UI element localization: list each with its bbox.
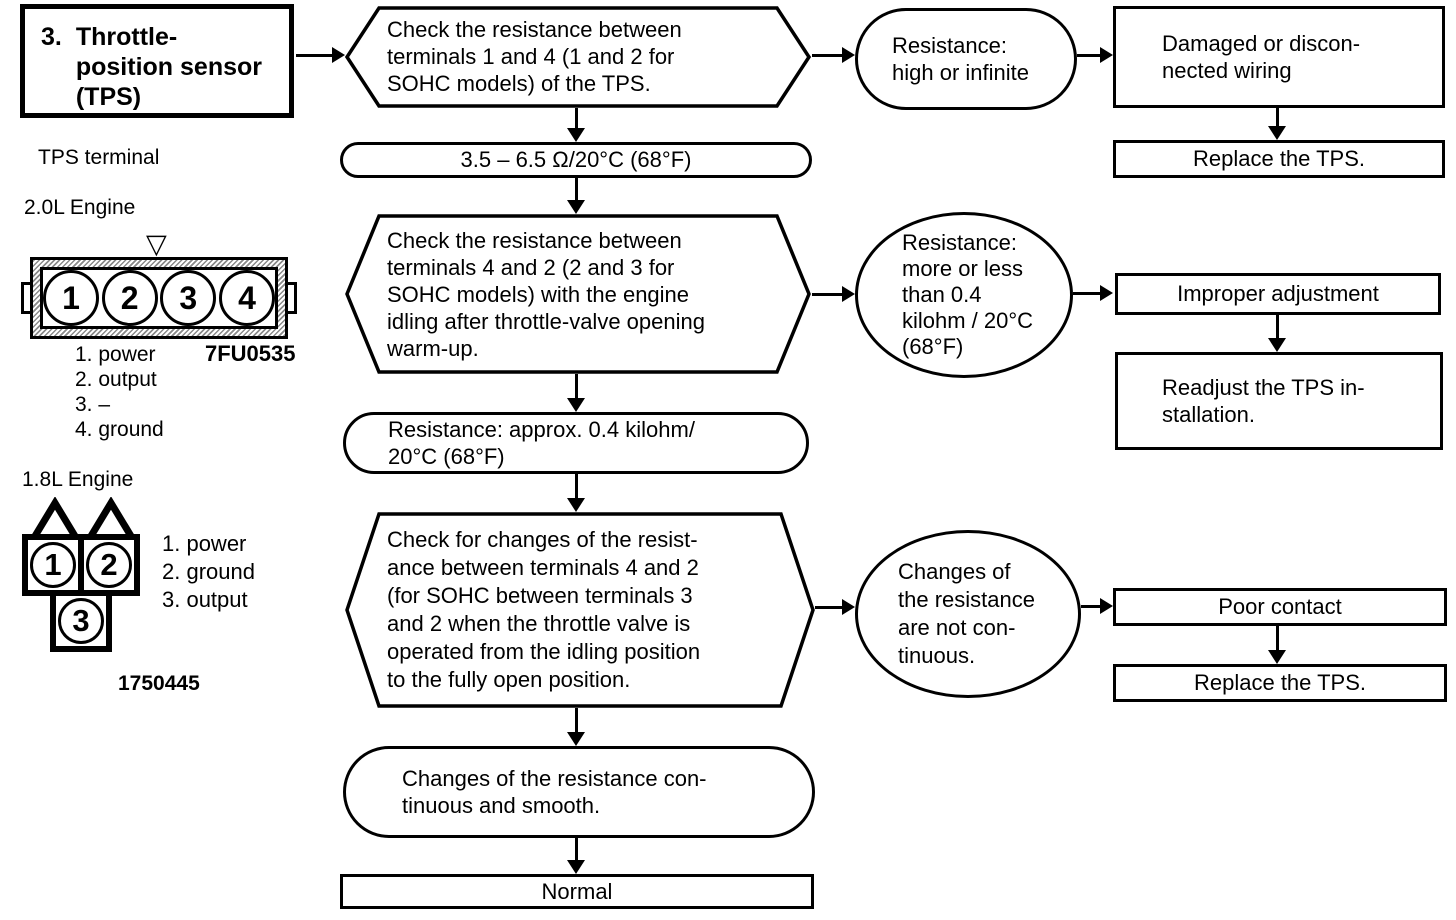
- flow-spec-text: Changes of the resistance con- tinuous a…: [402, 766, 707, 818]
- connector-18-notches: [29, 497, 137, 541]
- engine-2-0-label: 2.0L Engine: [24, 196, 136, 219]
- flow-arrow-line: [1073, 292, 1101, 295]
- fault-poor-contact: Poor contact: [1113, 588, 1447, 626]
- connector-18-cavity-2: 2: [78, 534, 140, 596]
- action-readjust-tps: Readjust the TPS in- stallation.: [1115, 352, 1443, 450]
- condition-resistance-high: Resistance: high or infinite: [855, 8, 1077, 110]
- figure-code-7fu0535: 7FU0535: [205, 341, 296, 366]
- flow-step-check-2: Check the resistance between terminals 4…: [345, 214, 811, 374]
- flow-step-text: Check the resistance between terminals 4…: [387, 228, 705, 361]
- legend-line: 1. power: [162, 531, 247, 556]
- condition-text: Resistance: more or less than 0.4 kilohm…: [902, 230, 1034, 359]
- flow-arrow-line: [575, 108, 578, 130]
- flow-step-check-3: Check for changes of the resist- ance be…: [345, 512, 815, 708]
- tps-terminal-label: TPS terminal: [38, 146, 160, 169]
- connector-18-cavity-3: 3: [50, 590, 112, 652]
- flow-arrowhead-icon: [842, 286, 855, 302]
- flow-step-text: Check for changes of the resist- ance be…: [387, 527, 701, 692]
- flow-arrow-line: [812, 54, 843, 57]
- hexagon-shape: [345, 6, 811, 108]
- hexagon-shape: [345, 512, 815, 708]
- flow-arrow-line: [575, 838, 578, 862]
- condition-text: Changes of the resistance are not con- t…: [898, 559, 1035, 668]
- flow-arrowhead-icon: [1268, 650, 1286, 664]
- flow-arrowhead-icon: [567, 732, 585, 746]
- flow-arrowhead-icon: [1268, 126, 1286, 140]
- action-replace-tps-2: Replace the TPS.: [1113, 664, 1447, 702]
- connector-20-legend: 1. power 2. output 3. – 4. ground: [75, 342, 164, 442]
- flow-arrowhead-icon: [567, 860, 585, 874]
- connector-18-pin-1: 1: [30, 542, 76, 588]
- legend-line: 2. ground: [162, 559, 255, 584]
- connector-20-pin-2: 2: [101, 270, 158, 326]
- fault-improper-adjustment: Improper adjustment: [1115, 273, 1441, 315]
- figure-code-1750445: 1750445: [118, 672, 200, 695]
- fault-text: Damaged or discon- nected wiring: [1162, 31, 1361, 83]
- flow-arrow-line: [1077, 54, 1101, 57]
- legend-line: 2. output: [75, 368, 157, 391]
- flow-arrowhead-icon: [1100, 285, 1113, 301]
- connector-18-cavity-1: 1: [22, 534, 84, 596]
- section-number: 3.: [41, 23, 62, 51]
- connector-20-pin-4: 4: [218, 270, 275, 326]
- action-text: Readjust the TPS in- stallation.: [1162, 375, 1365, 427]
- flow-step-text: Check the resistance between terminals 1…: [387, 17, 682, 96]
- flow-arrow-line: [575, 474, 578, 500]
- flow-arrowhead-icon: [842, 47, 855, 63]
- connector-20-pin-1: 1: [43, 270, 99, 326]
- fault-damaged-wiring: Damaged or discon- nected wiring: [1113, 6, 1445, 108]
- engine-1-8-label: 1.8L Engine: [22, 468, 134, 491]
- flow-arrow-line: [1276, 315, 1279, 338]
- flow-step-check-1: Check the resistance between terminals 1…: [345, 6, 811, 108]
- section-title: Throttle- position sensor (TPS): [75, 23, 262, 111]
- flow-arrow-line: [812, 293, 843, 296]
- connector-20-pin-3: 3: [160, 270, 217, 326]
- connector-18-pin-2: 2: [86, 542, 132, 588]
- connector-18-legend: 1. power 2. ground 3. output: [162, 530, 255, 614]
- flow-arrowhead-icon: [1100, 598, 1113, 614]
- flow-arrow-line: [1276, 626, 1279, 650]
- flow-arrow-line: [1276, 108, 1279, 128]
- hexagon-shape: [345, 214, 811, 374]
- flow-arrowhead-icon: [567, 128, 585, 142]
- flow-arrowhead-icon: [332, 47, 345, 63]
- legend-line: 4. ground: [75, 418, 164, 441]
- flow-arrowhead-icon: [1268, 338, 1286, 352]
- legend-line: 3. output: [162, 587, 248, 612]
- flow-arrowhead-icon: [1100, 47, 1113, 63]
- flow-arrow-line: [575, 708, 578, 734]
- section-title-box: 3. Throttle- position sensor (TPS): [20, 4, 294, 118]
- flow-result-normal: Normal: [340, 874, 814, 909]
- flow-spec-text: Resistance: approx. 0.4 kilohm/ 20°C (68…: [388, 417, 695, 469]
- condition-resistance-off-spec: Resistance: more or less than 0.4 kilohm…: [855, 212, 1073, 378]
- condition-text: Resistance: high or infinite: [892, 33, 1029, 85]
- flow-arrow-line: [296, 54, 334, 57]
- connector-20-cavity: 1 2 3 4: [40, 267, 278, 329]
- flow-arrowhead-icon: [842, 599, 855, 615]
- connector-20-frame: 1 2 3 4: [30, 257, 288, 339]
- flow-arrow-line: [1081, 605, 1101, 608]
- legend-line: 1. power: [75, 343, 156, 366]
- flow-arrow-line: [815, 606, 843, 609]
- flow-arrow-line: [575, 374, 578, 400]
- flow-spec-2: Resistance: approx. 0.4 kilohm/ 20°C (68…: [343, 412, 809, 474]
- flow-arrowhead-icon: [567, 200, 585, 214]
- flow-arrow-line: [575, 178, 578, 202]
- connector-18-pin-3: 3: [58, 598, 104, 644]
- condition-changes-not-continuous: Changes of the resistance are not con- t…: [855, 530, 1081, 698]
- action-replace-tps-1: Replace the TPS.: [1113, 140, 1445, 178]
- flow-spec-1: 3.5 – 6.5 Ω/20°C (68°F): [340, 142, 812, 178]
- flow-spec-3: Changes of the resistance con- tinuous a…: [343, 746, 815, 838]
- flow-arrowhead-icon: [567, 398, 585, 412]
- alignment-mark-icon: ▽: [146, 229, 167, 259]
- legend-line: 3. –: [75, 393, 111, 416]
- flow-arrowhead-icon: [567, 498, 585, 512]
